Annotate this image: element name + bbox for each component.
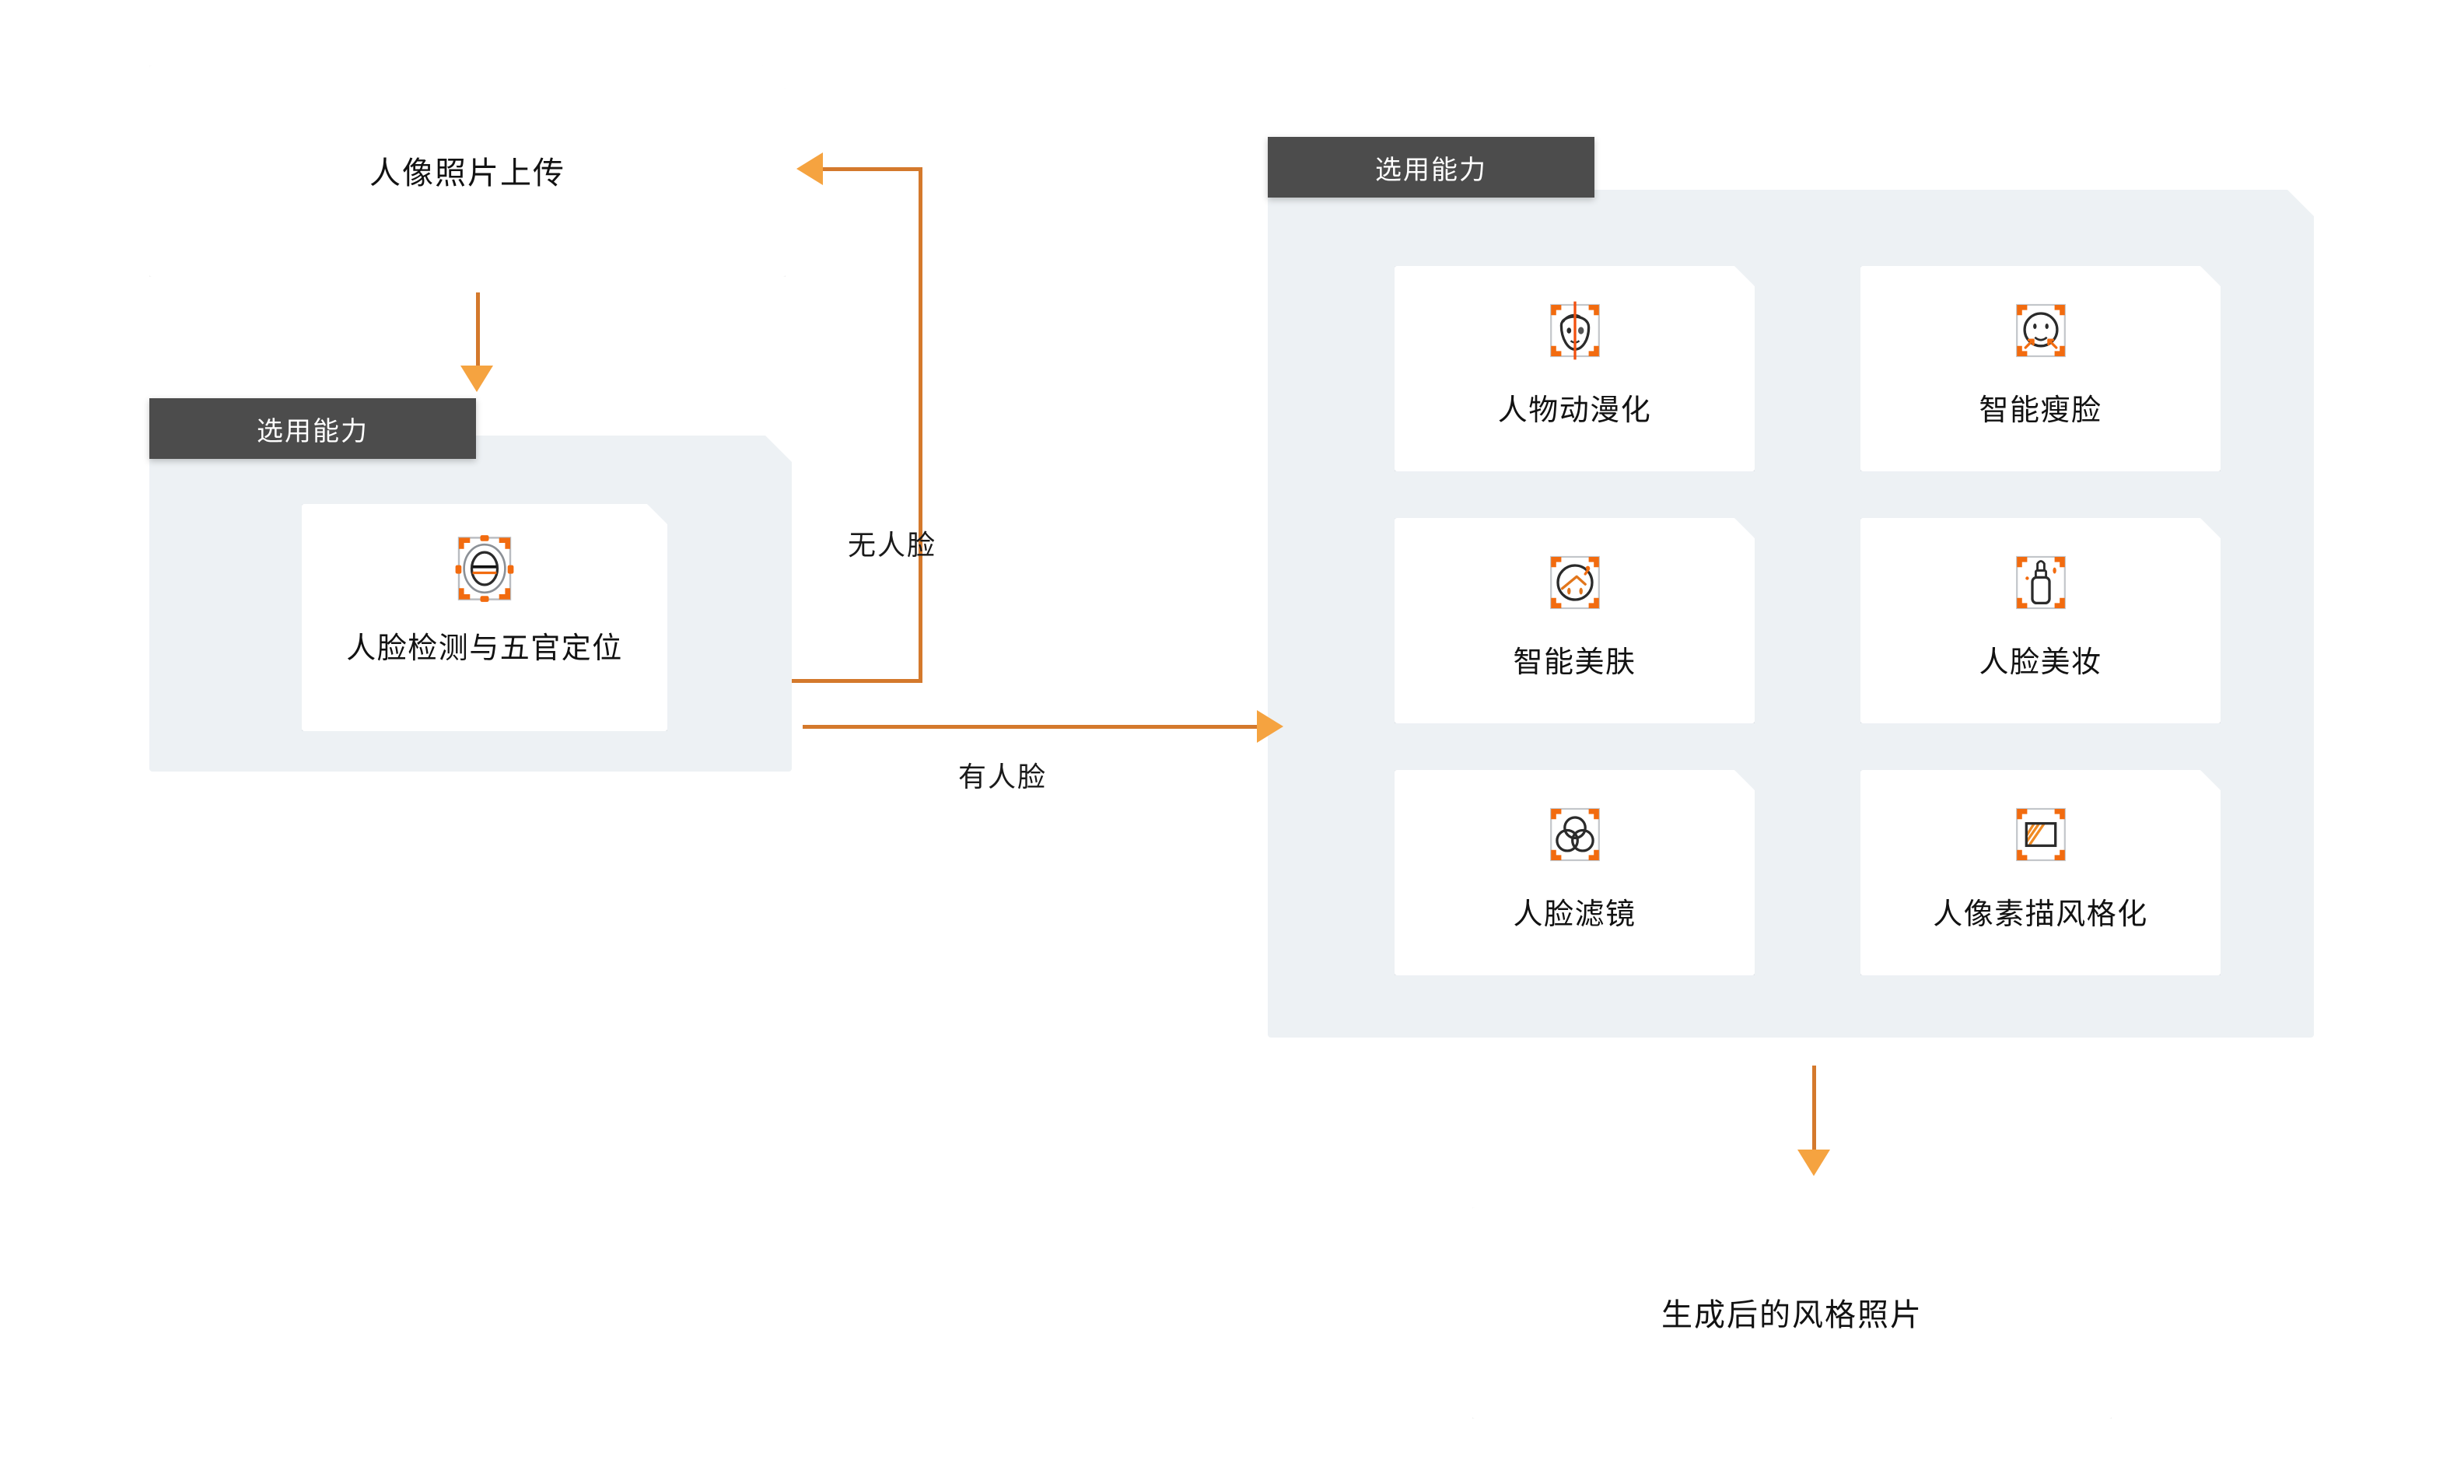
panel-abilities-badge-label: 选用能力 <box>1375 155 1487 185</box>
makeup-bottle-icon <box>1998 540 2084 625</box>
tile-color-filter-label: 人脸滤镜 <box>1513 898 1636 931</box>
panel-detect-badge-label: 选用能力 <box>257 416 369 446</box>
tile-anime-face-label: 人物动漫化 <box>1497 394 1652 427</box>
tile-skin-beauty-label: 智能美肤 <box>1513 646 1636 679</box>
tile-color-filter[interactable]: 人脸滤镜 <box>1395 770 1755 975</box>
node-output-label: 生成后的风格照片 <box>1661 1298 1923 1332</box>
tile-face-slim-label: 智能瘦脸 <box>1979 394 2102 427</box>
tile-sketch-style-label: 人像素描风格化 <box>1933 898 2148 931</box>
arrow-no-face-seg-v <box>919 167 922 683</box>
arrow-no-face-seg-h-top <box>823 167 922 171</box>
edge-label-has-face: 有人脸 <box>958 761 1048 793</box>
face-slim-icon <box>1998 288 2084 373</box>
color-filter-icon <box>1532 792 1618 877</box>
node-output-card[interactable]: 生成后的风格照片 <box>1472 1207 2112 1419</box>
anime-face-icon <box>1532 288 1618 373</box>
node-upload-label: 人像照片上传 <box>369 156 565 191</box>
tile-sketch-style[interactable]: 人像素描风格化 <box>1860 770 2221 975</box>
edge-label-no-face: 无人脸 <box>848 529 937 561</box>
arrow-has-face-head <box>1257 710 1283 743</box>
arrow-upload-to-detect-head <box>460 366 493 392</box>
arrow-upload-to-detect-line <box>476 292 480 375</box>
arrow-to-output-line <box>1812 1066 1816 1159</box>
tile-face-detect[interactable]: 人脸检测与五官定位 <box>302 504 667 731</box>
arrow-no-face-seg-h-bottom <box>792 679 922 683</box>
sketch-style-icon <box>1998 792 2084 877</box>
node-upload-card[interactable]: 人像照片上传 <box>149 65 786 277</box>
arrow-has-face-line <box>803 725 1262 729</box>
tile-skin-beauty[interactable]: 智能美肤 <box>1395 518 1755 723</box>
skin-beauty-icon <box>1532 540 1618 625</box>
tile-anime-face[interactable]: 人物动漫化 <box>1395 266 1755 471</box>
panel-detect-badge: 选用能力 <box>149 398 476 459</box>
tile-makeup-label: 人脸美妆 <box>1979 646 2102 679</box>
tile-face-detect-label: 人脸检测与五官定位 <box>346 632 623 665</box>
arrow-to-output-head <box>1797 1150 1830 1176</box>
arrow-no-face-head <box>796 152 823 185</box>
panel-abilities-badge: 选用能力 <box>1268 137 1594 198</box>
face-detect-icon <box>442 526 527 611</box>
tile-makeup[interactable]: 人脸美妆 <box>1860 518 2221 723</box>
tile-face-slim[interactable]: 智能瘦脸 <box>1860 266 2221 471</box>
